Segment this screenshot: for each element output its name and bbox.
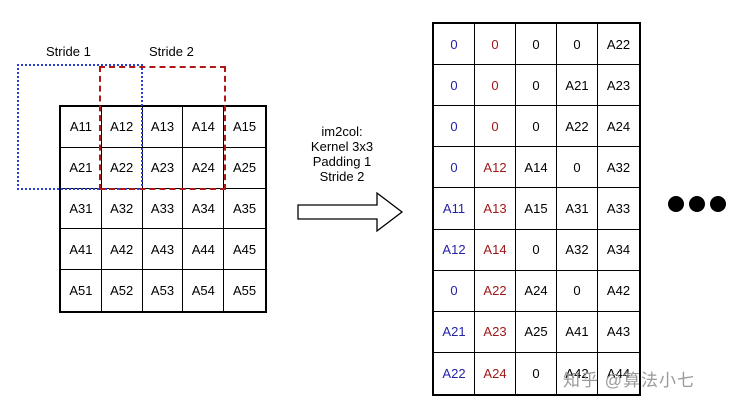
input-cell: A31 <box>61 188 102 230</box>
method-line: Stride 2 <box>319 169 365 184</box>
output-cell: A41 <box>557 311 598 353</box>
input-cell: A11 <box>61 107 102 148</box>
output-cell: A33 <box>598 188 639 230</box>
input-cell: A35 <box>224 189 265 230</box>
output-cell: 0 <box>434 147 475 189</box>
output-cell: A14 <box>516 147 557 189</box>
output-cell: A32 <box>557 229 598 271</box>
watermark: 知乎 @算法小七 <box>563 371 695 390</box>
stride-1-label: Stride 1 <box>46 44 91 59</box>
output-cell: 0 <box>475 106 516 148</box>
output-cell: 0 <box>516 352 557 394</box>
input-cell: A51 <box>61 270 102 311</box>
output-cell: 0 <box>516 229 557 271</box>
output-cell: A23 <box>598 65 639 107</box>
output-cell: A12 <box>434 229 475 271</box>
output-cell: A42 <box>557 352 598 394</box>
output-cell: 0 <box>434 270 475 312</box>
output-cell: A25 <box>516 311 557 353</box>
output-cell: A23 <box>475 311 516 353</box>
im2col-description: im2col: Kernel 3x3 Padding 1 Stride 2 <box>297 124 387 184</box>
output-cell: A34 <box>598 230 639 271</box>
stride-1-window <box>17 64 143 190</box>
method-line: Kernel 3x3 <box>310 139 374 154</box>
output-cell: A12 <box>475 147 516 189</box>
method-line: Padding 1 <box>312 154 372 169</box>
input-cell: A15 <box>224 107 265 148</box>
output-cell: 0 <box>516 24 557 66</box>
output-cell: 0 <box>516 65 557 107</box>
output-cell: 0 <box>434 24 475 66</box>
output-cell: A22 <box>598 24 639 66</box>
input-cell: A42 <box>101 229 143 271</box>
output-cell: A13 <box>475 188 516 230</box>
continuation-dots <box>668 196 726 212</box>
method-line: im2col: <box>321 124 363 139</box>
output-cell: 0 <box>557 147 598 189</box>
output-cell: A21 <box>434 311 475 353</box>
input-cell: A53 <box>143 270 184 311</box>
output-cell: 0 <box>475 65 516 107</box>
output-cell: A31 <box>557 188 598 230</box>
output-cell: 0 <box>434 106 475 148</box>
output-cell: A32 <box>598 147 639 189</box>
stride-2-window <box>99 66 226 190</box>
input-cell: A55 <box>233 283 257 299</box>
output-cell: 0 <box>516 106 557 148</box>
input-cell: A34 <box>183 188 225 230</box>
output-cell: A43 <box>598 312 639 353</box>
input-cell: A44 <box>183 229 225 271</box>
output-cell: A14 <box>475 229 516 271</box>
output-cell: 0 <box>557 24 598 66</box>
output-cell: A21 <box>557 65 598 107</box>
output-cell: A15 <box>516 188 557 230</box>
input-cell: A25 <box>224 148 265 189</box>
output-cell: A22 <box>475 270 516 312</box>
input-cell: A45 <box>224 229 265 271</box>
dot <box>710 196 726 212</box>
input-cell: A13 <box>142 107 184 148</box>
input-cell: A43 <box>142 229 184 271</box>
input-cell: A41 <box>61 229 102 271</box>
input-cell: A52 <box>102 270 143 311</box>
output-cell: 0 <box>434 65 475 107</box>
output-cell: 0 <box>475 24 516 66</box>
output-cell: A22 <box>557 106 598 148</box>
input-cell: A54 <box>183 270 225 311</box>
output-cell: A24 <box>598 106 639 148</box>
input-cell: A14 <box>183 107 225 148</box>
output-cell: A22 <box>434 352 475 394</box>
output-cell: A24 <box>516 270 557 312</box>
output-cell: A42 <box>598 271 639 312</box>
output-cell: 0 <box>557 270 598 312</box>
stride-2-label: Stride 2 <box>149 44 194 59</box>
transform-arrow <box>297 191 404 233</box>
output-cell: A44 <box>606 365 631 381</box>
input-cell: A32 <box>101 188 143 230</box>
output-cell: A11 <box>434 188 475 230</box>
input-cell: A33 <box>142 188 184 230</box>
output-cell: A24 <box>475 352 516 394</box>
dot <box>668 196 684 212</box>
dot <box>689 196 705 212</box>
